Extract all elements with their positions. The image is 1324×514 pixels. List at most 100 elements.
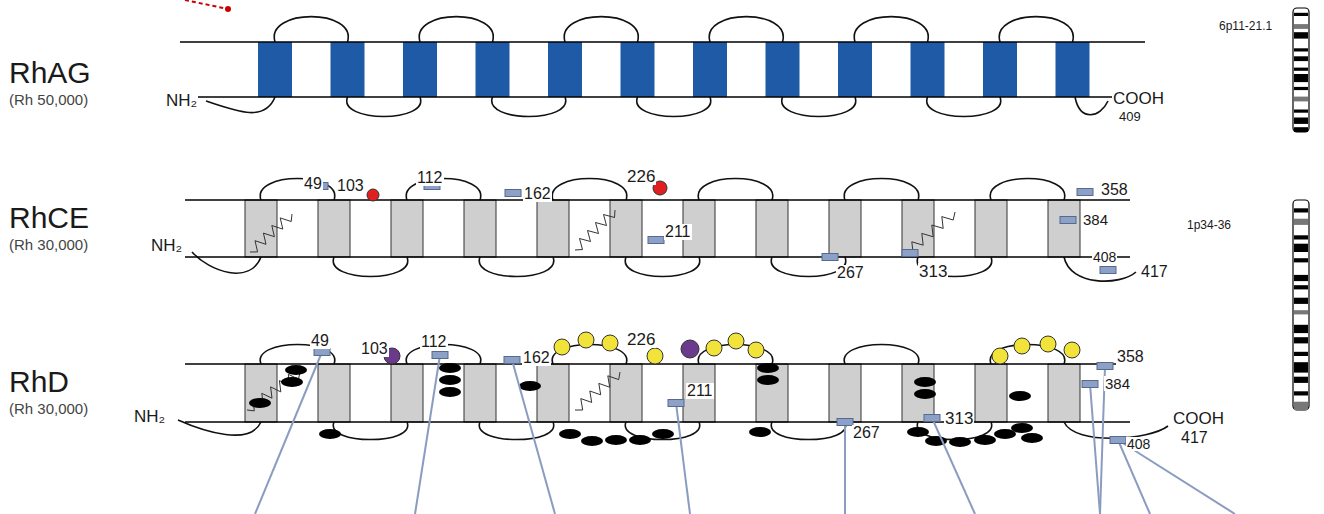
polymorphism-dot: [907, 427, 929, 437]
antigen-site: [367, 189, 379, 201]
intracellular-loop: [333, 422, 408, 440]
residue-marker: [505, 190, 521, 197]
residue-number: 112: [420, 334, 448, 350]
transmembrane-segment: [403, 42, 437, 97]
membrane-line: [180, 96, 1145, 98]
residue-number: 49: [310, 333, 330, 349]
intracellular-loop: [347, 97, 421, 117]
transmembrane-segment: [464, 364, 496, 422]
chromosome-band: [1294, 362, 1308, 372]
residue-number: 162: [522, 350, 551, 366]
polymorphism-dot: [914, 377, 936, 387]
leader-line: [1090, 384, 1100, 514]
leader-line: [255, 352, 322, 514]
residue-number: 226: [626, 168, 656, 185]
polymorphism-dot: [757, 375, 779, 385]
residue-marker: [314, 349, 330, 356]
residue-number: 358: [1116, 349, 1145, 365]
chromosome-band: [1294, 208, 1308, 212]
residue-number: 384: [1082, 212, 1109, 227]
polymorphism-dot: [757, 363, 779, 373]
extracellular-loop: [990, 179, 1065, 200]
epitope-residue: [647, 348, 663, 364]
polymorphism-dot: [749, 427, 771, 437]
epitope-residue: [992, 348, 1008, 364]
epitope-residue: [728, 333, 744, 349]
chromosome-band: [1294, 32, 1308, 38]
extracellular-loop: [419, 17, 493, 42]
residue-number: 49: [303, 176, 323, 192]
chromosome-band: [1294, 285, 1308, 289]
terminus-label: NH₂: [165, 92, 198, 109]
transmembrane-segment: [756, 364, 788, 422]
chromosome-band: [1294, 337, 1308, 343]
polymorphism-dot: [949, 437, 971, 447]
leader-line: [1118, 440, 1235, 514]
residue-marker: [1097, 363, 1113, 370]
transmembrane-segment: [829, 364, 861, 422]
residue-marker: [1110, 437, 1126, 444]
epitope-residue: [748, 342, 764, 358]
residue-marker: [504, 357, 520, 364]
chromosome-band: [1294, 244, 1308, 252]
residue-marker: [837, 419, 853, 426]
chromosome-band: [1294, 258, 1308, 262]
transmembrane-segment: [1056, 42, 1090, 97]
polymorphism-dot: [439, 375, 461, 385]
residue-number: 417: [1180, 430, 1209, 446]
chromosome-band: [1294, 13, 1308, 16]
molecular-weight: (Rh 30,000): [8, 237, 89, 252]
extracellular-loop: [854, 17, 928, 42]
chromosome-band: [1294, 325, 1308, 333]
intracellular-loop: [492, 97, 566, 117]
chromosome-band: [1294, 127, 1308, 132]
chromosome-ideogram: [1293, 8, 1309, 132]
residue-number: 408: [1126, 437, 1151, 451]
polymorphism-dot: [652, 429, 674, 439]
chromosome-locus: 6p11-21.1: [1218, 20, 1273, 32]
residue-marker: [668, 400, 684, 407]
residue-marker: [648, 237, 664, 244]
transmembrane-segment: [902, 200, 934, 257]
residue-number: 384: [1104, 376, 1131, 391]
residue-marker: [432, 352, 448, 359]
epitope-residue: [706, 340, 722, 356]
extracellular-loop: [698, 179, 773, 200]
helix-coil: [575, 210, 615, 250]
helix-coil: [250, 214, 292, 252]
leader-line: [932, 418, 975, 514]
transmembrane-segment: [391, 200, 423, 257]
transmembrane-segment: [1048, 364, 1080, 422]
chromosome-band: [1294, 352, 1308, 356]
residue-number: 162: [523, 186, 552, 202]
transmembrane-segment: [548, 42, 582, 97]
polymorphism-dot: [319, 429, 341, 439]
epitope-residue: [578, 332, 594, 348]
polymorphism-dot: [559, 429, 581, 439]
polymorphism-dot: [974, 435, 996, 445]
polymorphism-dot: [1009, 391, 1031, 401]
transmembrane-segment: [331, 42, 365, 97]
transmembrane-segment: [318, 200, 350, 257]
extracellular-loop: [844, 345, 919, 365]
chromosome-band: [1294, 298, 1308, 304]
residue-marker: [1077, 189, 1093, 196]
molecular-weight: (Rh 30,000): [8, 401, 89, 416]
membrane-line: [185, 256, 1130, 258]
chromosome-band: [1294, 74, 1308, 82]
epitope-residue: [1014, 338, 1030, 354]
transmembrane-segment: [391, 364, 423, 422]
terminus-label: COOH: [1112, 90, 1165, 107]
residue-number: 417: [1140, 264, 1169, 280]
intracellular-loop: [479, 422, 554, 440]
intracellular-loop: [637, 97, 711, 117]
extracellular-loop: [564, 17, 638, 42]
chromosome-band: [1294, 87, 1308, 90]
transmembrane-segment: [766, 42, 800, 97]
leader-line: [415, 355, 440, 514]
intracellular-loop: [479, 257, 554, 277]
epitope-residue: [1040, 336, 1056, 352]
transmembrane-segment: [1048, 200, 1080, 257]
residue-number: 211: [664, 224, 692, 240]
residue-number: 211: [686, 383, 714, 399]
